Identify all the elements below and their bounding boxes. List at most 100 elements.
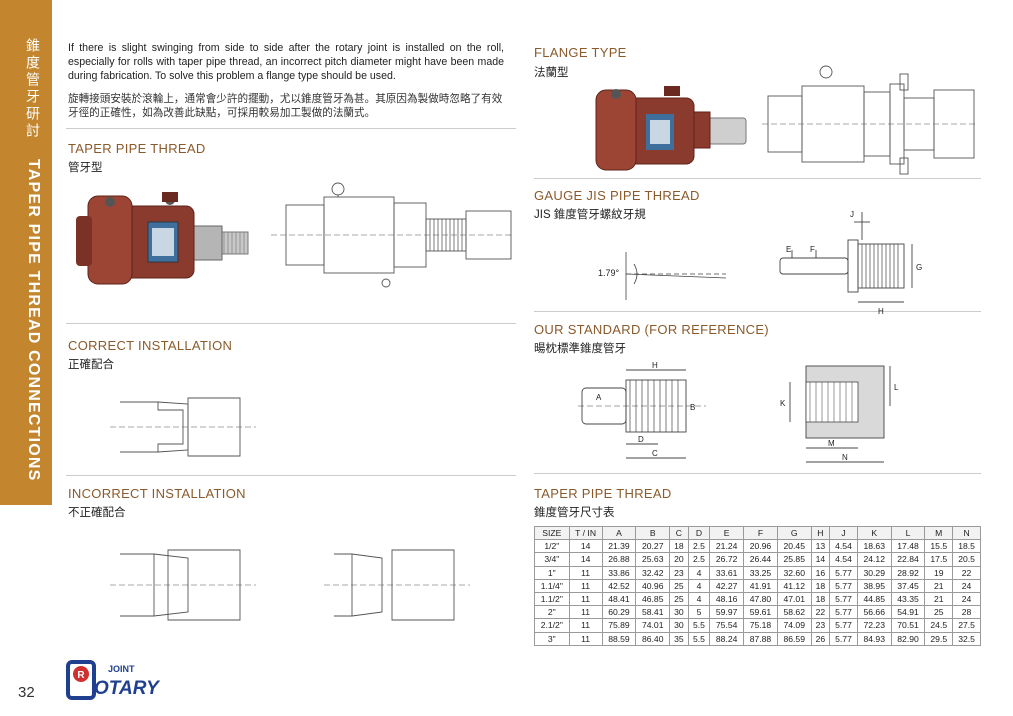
standard-label-k: K xyxy=(780,399,786,408)
table-cell: 5.77 xyxy=(829,565,858,580)
table-cell: 20.96 xyxy=(743,539,778,554)
table-cell: 18 xyxy=(810,591,831,607)
table-header-cell: J xyxy=(829,525,858,541)
table-cell: 1.1/2" xyxy=(534,591,570,607)
table-cell: 24.12 xyxy=(856,552,892,567)
table-cell: 33.61 xyxy=(709,565,745,580)
table-cell: 25 xyxy=(669,591,689,607)
table-cell: 82.90 xyxy=(890,631,926,646)
table-cell: 23 xyxy=(669,565,689,580)
gauge-label-g: G xyxy=(916,263,922,272)
table-cell: 13 xyxy=(810,539,831,554)
table-cell: 22 xyxy=(810,605,831,620)
table-cell: 75.18 xyxy=(743,618,778,633)
table-cell: 21.24 xyxy=(709,539,745,554)
table-cell: 4 xyxy=(687,578,711,593)
table-cell: 27.5 xyxy=(952,618,981,633)
gauge-label-e: E xyxy=(786,245,791,254)
table-cell: 2" xyxy=(534,605,570,620)
taper-joint-drawing xyxy=(271,182,512,288)
table-cell: 1.1/4" xyxy=(534,578,570,593)
table-cell: 4.54 xyxy=(829,552,858,567)
table-cell: 14 xyxy=(568,539,603,554)
table-cell: 5.5 xyxy=(687,618,711,633)
table-cell: 18 xyxy=(810,578,831,593)
table-cell: 47.01 xyxy=(776,591,812,607)
table-cell: 33.86 xyxy=(601,565,637,580)
table-cell: 17.48 xyxy=(890,539,926,554)
table-header-cell: H xyxy=(810,525,831,541)
table-header-cell: L xyxy=(890,525,926,541)
table-cell: 21 xyxy=(924,578,954,593)
standard-section-subtitle: 暘枕標準錐度管牙 xyxy=(534,343,626,355)
table-cell: 25.63 xyxy=(635,552,671,567)
table-cell: 1" xyxy=(534,565,570,580)
table-cell: 41.91 xyxy=(743,578,778,593)
table-cell: 87.88 xyxy=(743,631,778,646)
table-cell: 4.54 xyxy=(829,539,858,554)
table-cell: 21.39 xyxy=(601,539,637,554)
table-cell: 2.5 xyxy=(687,552,711,567)
table-cell: 5.77 xyxy=(829,605,858,620)
table-cell: 41.12 xyxy=(776,578,812,593)
table-cell: 48.16 xyxy=(709,591,745,607)
table-cell: 14 xyxy=(810,552,831,567)
table-cell: 54.91 xyxy=(890,605,926,620)
sidebar-title: 錐度管牙研討 TAPER PIPE THREAD CONNECTIONS xyxy=(9,38,43,482)
incorrect-section-subtitle: 不正確配合 xyxy=(68,507,126,519)
table-cell: 5 xyxy=(687,605,711,620)
table-cell: 3" xyxy=(534,631,570,646)
correct-section-subtitle: 正確配合 xyxy=(68,359,114,371)
table-cell: 11 xyxy=(568,591,603,607)
table-cell: 75.54 xyxy=(709,618,745,633)
incorrect-installation-drawing-1 xyxy=(110,549,256,621)
table-cell: 58.41 xyxy=(635,605,671,620)
table-cell: 24 xyxy=(952,578,981,593)
table-cell: 20.5 xyxy=(952,552,981,567)
table-cell: 4 xyxy=(687,591,711,607)
table-cell: 74.09 xyxy=(776,618,812,633)
table-cell: 44.85 xyxy=(856,591,892,607)
standard-label-b: B xyxy=(690,403,695,412)
gauge-label-j: J xyxy=(850,210,854,219)
table-cell: 88.24 xyxy=(709,631,745,646)
table-header-cell: C xyxy=(669,525,689,541)
table-cell: 24.5 xyxy=(924,618,954,633)
table-cell: 26 xyxy=(810,631,831,646)
table-header-cell: T / IN xyxy=(568,525,603,541)
table-cell: 56.66 xyxy=(856,605,892,620)
table-cell: 59.61 xyxy=(743,605,778,620)
gauge-plug-drawing: J E F G H xyxy=(779,210,922,316)
gauge-angle-drawing: 1.79° xyxy=(598,252,727,300)
standard-label-c: C xyxy=(652,449,658,458)
table-cell: 5.77 xyxy=(829,578,858,593)
table-cell: 1/2" xyxy=(534,539,570,554)
table-cell: 18.5 xyxy=(952,539,981,554)
table-cell: 18.63 xyxy=(856,539,892,554)
table-header-cell: A xyxy=(601,525,637,541)
table-cell: 30 xyxy=(669,618,689,633)
table-cell: 20.27 xyxy=(635,539,671,554)
taper-section-subtitle: 管牙型 xyxy=(68,162,103,174)
table-cell: 33.25 xyxy=(743,565,778,580)
gauge-angle-label: 1.79° xyxy=(598,268,620,278)
table-cell: 74.01 xyxy=(635,618,671,633)
table-cell: 11 xyxy=(568,618,603,633)
table-cell: 70.51 xyxy=(890,618,926,633)
table-cell: 26.44 xyxy=(743,552,778,567)
table-cell: 24 xyxy=(952,591,981,607)
standard-label-h: H xyxy=(652,361,658,370)
table-cell: 18 xyxy=(669,539,689,554)
table-cell: 5.77 xyxy=(829,618,858,633)
table-header-cell: K xyxy=(856,525,892,541)
table-cell: 15.5 xyxy=(924,539,954,554)
rotary-joint-logo: R JOINT OTARY xyxy=(66,660,160,700)
table-cell: 47.80 xyxy=(743,591,778,607)
table-cell: 60.29 xyxy=(601,605,637,620)
